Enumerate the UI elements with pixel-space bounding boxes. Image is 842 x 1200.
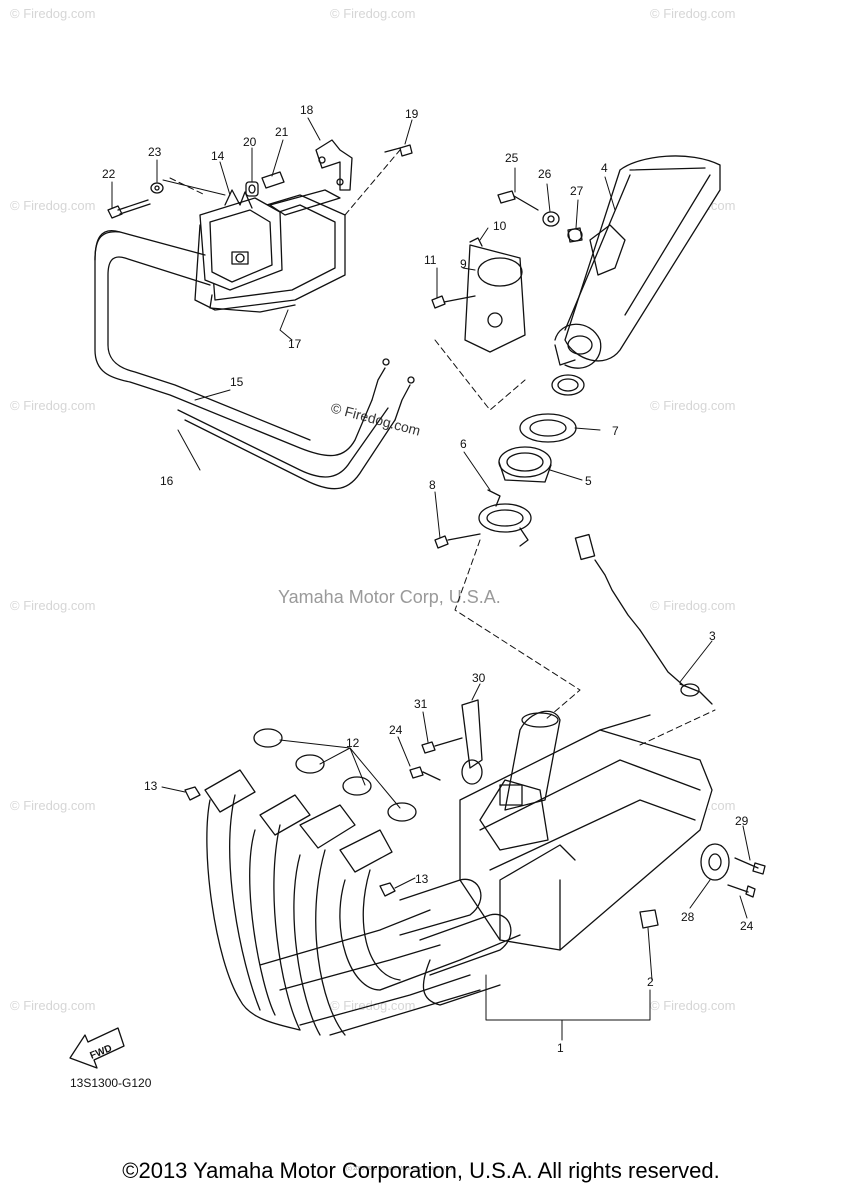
watermark-text: © Firedog.com [650,598,735,613]
watermark-text: © Firedog.com [10,598,95,613]
callout-21: 21 [275,125,289,139]
forward-arrow [69,1027,125,1069]
callout-3: 3 [709,629,716,643]
leader-lines [111,117,751,1041]
watermark-text: © Firedog.com [650,6,735,21]
callout-13: 13 [415,872,429,886]
joint-clamp-parts [434,413,577,549]
fine-print: (c) 2005-2015 Yamaha Motor Corporation, … [346,1166,456,1172]
ecu-fasteners [107,139,413,219]
callout-24: 24 [740,919,754,933]
callout-17: 17 [288,337,302,351]
watermark-text: © Firedog.com [10,798,95,813]
callout-30: 30 [472,671,486,685]
callout-15: 15 [230,375,244,389]
watermark-grid: © Firedog.com © Firedog.com © Firedog.co… [10,6,735,1013]
callout-13: 13 [144,779,158,793]
o2-sensor [574,533,713,705]
callout-10: 10 [493,219,507,233]
fwd-label: FWD [88,1043,113,1062]
watermark-text: © Firedog.com [10,998,95,1013]
callout-12: 12 [346,736,360,750]
watermark-text: © Firedog.com [10,198,95,213]
watermark-text: © Firedog.com [650,998,735,1013]
callout-28: 28 [681,910,695,924]
callout-19: 19 [405,107,419,121]
callout-23: 23 [148,145,162,159]
callout-1: 1 [557,1041,564,1055]
callout-31: 31 [414,697,428,711]
callout-9: 9 [460,257,467,271]
callout-8: 8 [429,478,436,492]
callout-5: 5 [585,474,592,488]
callout-27: 27 [570,184,584,198]
overlay-watermark: © Firedog.com [329,399,422,438]
throttle-cable-pair [94,230,415,490]
copyright-notice: ©2013 Yamaha Motor Corporation, U.S.A. A… [122,1158,720,1183]
callout-24: 24 [389,723,403,737]
muffler-assembly [431,155,721,396]
callout-14: 14 [211,149,225,163]
callout-18: 18 [300,103,314,117]
watermark-text: © Firedog.com [10,398,95,413]
callout-labels: 1 2 3 4 5 6 7 8 9 10 11 12 13 13 14 15 1… [102,103,754,1055]
watermark-text: © Firedog.com [650,398,735,413]
callout-22: 22 [102,167,116,181]
callout-26: 26 [538,167,552,181]
watermark-text: © Firedog.com [10,6,95,21]
exhaust-header-system [184,699,766,1036]
diagram-code: 13S1300-G120 [70,1076,152,1090]
callout-25: 25 [505,151,519,165]
callout-29: 29 [735,814,749,828]
watermark-text: © Firedog.com [330,6,415,21]
callout-4: 4 [601,161,608,175]
callout-20: 20 [243,135,257,149]
callout-7: 7 [612,424,619,438]
callout-11: 11 [424,253,437,267]
ecu-bracket-assembly [194,189,346,313]
callout-16: 16 [160,474,174,488]
center-watermark: Yamaha Motor Corp, U.S.A. [278,587,501,607]
callout-6: 6 [460,437,467,451]
callout-2: 2 [647,975,654,989]
